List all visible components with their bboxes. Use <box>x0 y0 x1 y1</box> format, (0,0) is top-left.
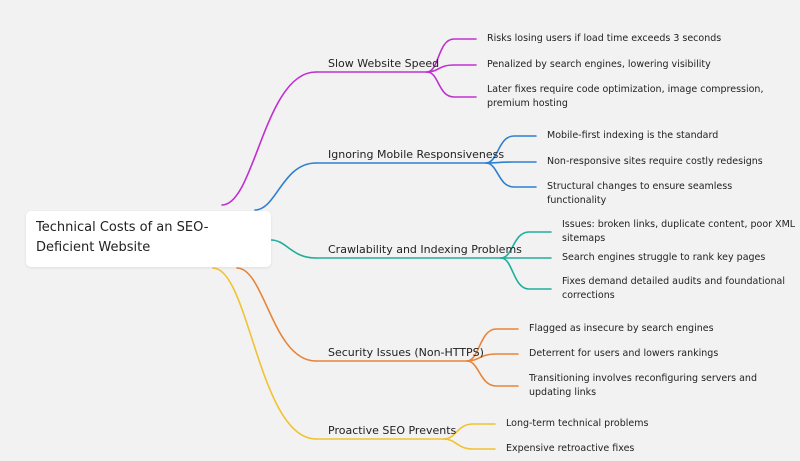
leaf-connector <box>426 71 477 98</box>
leaf-connector <box>443 438 496 450</box>
branch-label-security-issues[interactable]: Security Issues (Non-HTTPS) <box>328 346 484 359</box>
leaf-label[interactable]: Structural changes to ensure seamless fu… <box>547 181 733 206</box>
leaf-connector <box>426 64 477 73</box>
leaf-label[interactable]: Later fixes require code optimization, i… <box>487 84 764 109</box>
leaf-connector <box>485 161 537 164</box>
leaf-label[interactable]: Expensive retroactive fixes <box>506 443 635 454</box>
leaf-connector <box>443 423 496 440</box>
leaf-label[interactable]: Risks losing users if load time exceeds … <box>487 33 722 44</box>
branch-connector <box>221 71 317 206</box>
leaf-connector <box>426 38 477 73</box>
branch-label-proactive-seo[interactable]: Proactive SEO Prevents <box>328 424 457 437</box>
leaf-connector <box>485 135 537 164</box>
leaf-connector <box>466 360 519 387</box>
leaf-label[interactable]: Non-responsive sites require costly rede… <box>547 156 763 167</box>
leaf-connector <box>500 231 552 259</box>
leaf-label[interactable]: Penalized by search engines, lowering vi… <box>487 59 711 70</box>
leaf-connector <box>466 328 519 362</box>
leaf-connector <box>500 257 552 290</box>
root-node-label: Technical Costs of an SEO-Deficient Webs… <box>36 220 209 255</box>
leaf-label[interactable]: Fixes demand detailed audits and foundat… <box>562 276 785 301</box>
branch-label-ignoring-mobile-responsiveness[interactable]: Ignoring Mobile Responsiveness <box>328 148 505 161</box>
branch-label-slow-website-speed[interactable]: Slow Website Speed <box>328 57 440 70</box>
branch-connector <box>254 162 317 211</box>
branch-connector <box>236 267 317 362</box>
branch-connector <box>212 267 317 440</box>
leaf-connector <box>485 162 537 188</box>
leaf-label[interactable]: Issues: broken links, duplicate content,… <box>562 219 796 244</box>
leaf-label[interactable]: Mobile-first indexing is the standard <box>547 130 719 141</box>
leaf-label[interactable]: Flagged as insecure by search engines <box>529 323 714 334</box>
leaf-connector <box>466 353 519 362</box>
leaf-label[interactable]: Long-term technical problems <box>506 418 649 429</box>
branch-label-crawlability-indexing[interactable]: Crawlability and Indexing Problems <box>328 243 522 256</box>
leaf-label[interactable]: Transitioning involves reconfiguring ser… <box>529 373 757 398</box>
root-node[interactable]: Technical Costs of an SEO-Deficient Webs… <box>26 211 271 267</box>
leaf-label[interactable]: Search engines struggle to rank key page… <box>562 252 766 263</box>
branch-connector <box>270 239 317 259</box>
leaf-label[interactable]: Deterrent for users and lowers rankings <box>529 348 719 359</box>
